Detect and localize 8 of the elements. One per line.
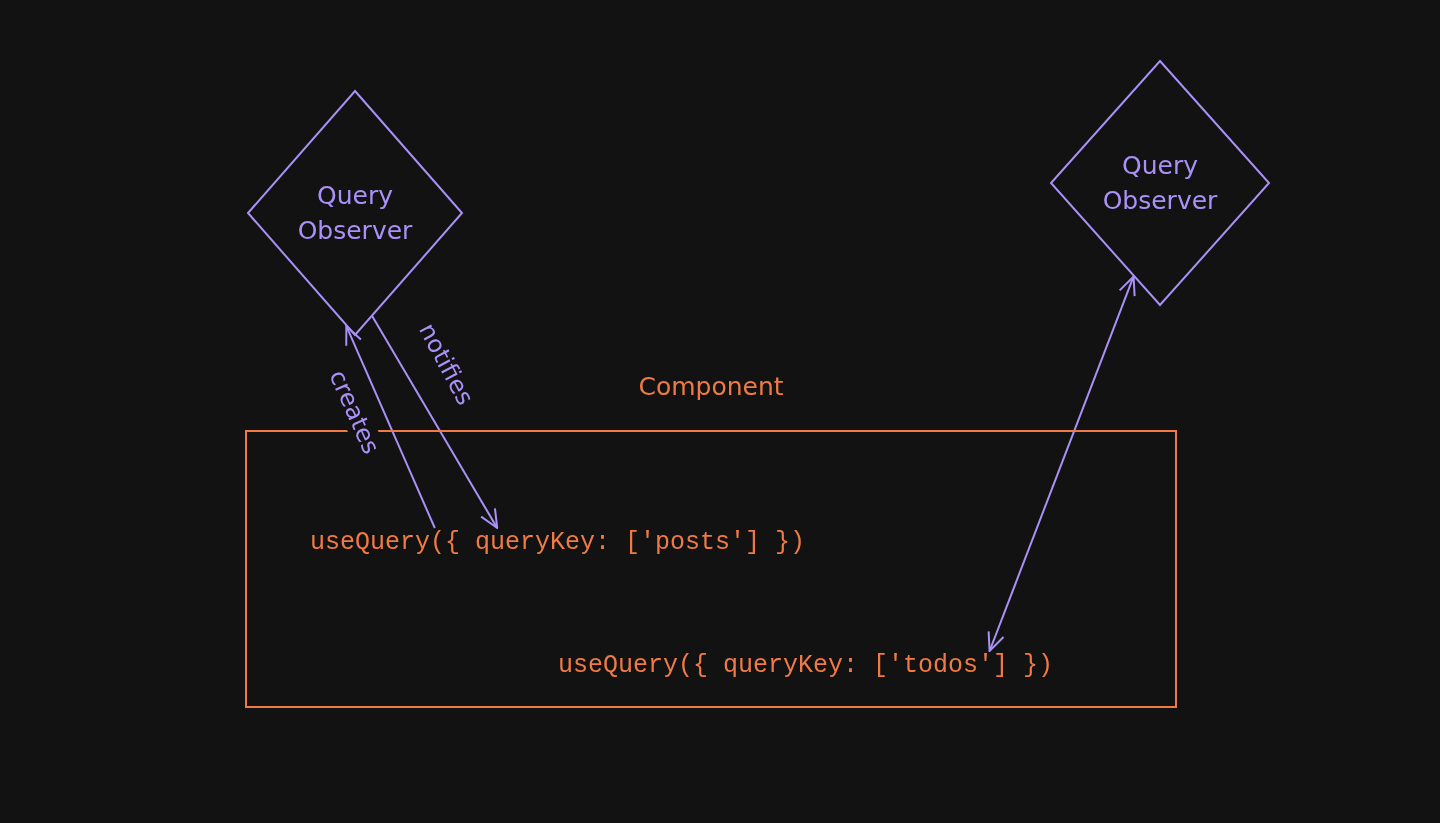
node-text: Query Observer (1101, 150, 1219, 217)
arrow (987, 275, 1136, 652)
frame-heading: Component (638, 372, 784, 401)
code-text: useQuery({ queryKey: ['todos'] }) (558, 651, 1078, 681)
arrow (371, 315, 499, 529)
code-text: useQuery({ queryKey: ['posts'] }) (310, 528, 830, 558)
arrow (345, 325, 436, 529)
node-text: Query Observer (296, 180, 414, 247)
